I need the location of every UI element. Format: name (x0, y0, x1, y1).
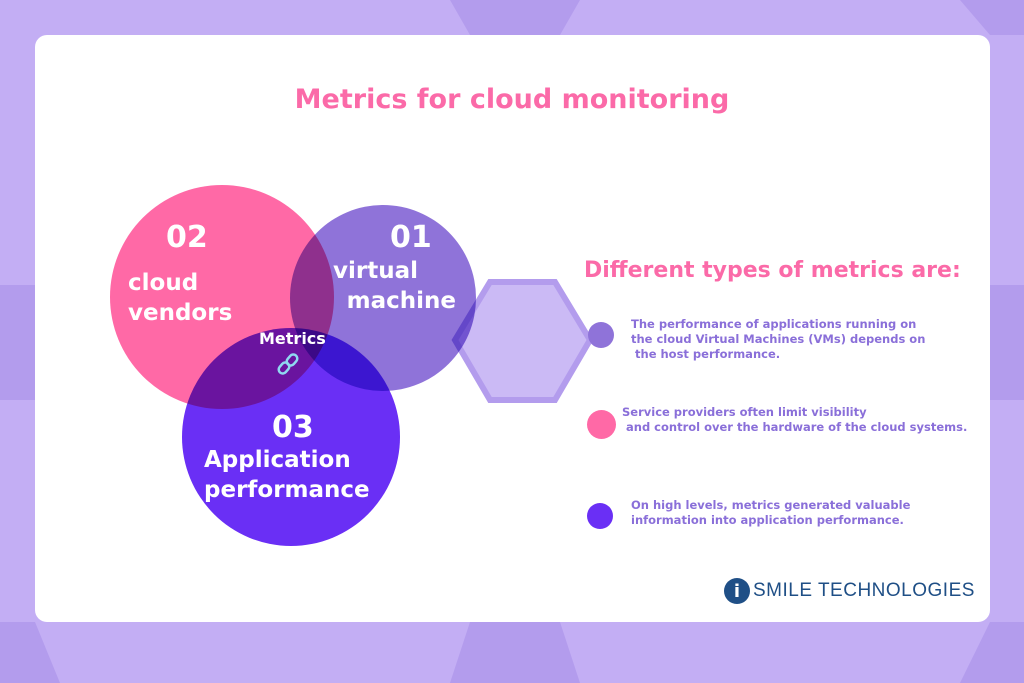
list-item: Service providers often limit visibility… (622, 405, 968, 434)
page-title: Metrics for cloud monitoring (294, 84, 730, 115)
circle-number: 01 (390, 220, 432, 255)
list-item: The performance of applications running … (631, 317, 926, 361)
circle-application-performance (182, 328, 400, 546)
ismile-logo: i SMILE TECHNOLOGIES (724, 578, 975, 604)
bullet-dot (587, 410, 616, 439)
center-label: Metrics (259, 329, 326, 348)
subtitle: Different types of metrics are: (584, 258, 961, 283)
bullet-dot (587, 503, 613, 529)
list-item: On high levels, metrics generated valuab… (631, 498, 911, 527)
bullet-dot (588, 322, 614, 348)
circle-number: 03 (272, 410, 314, 445)
circle-number: 02 (166, 220, 208, 255)
link-icon (277, 353, 299, 375)
logo-text: SMILE TECHNOLOGIES (753, 580, 975, 601)
logo-i-mark: i (724, 578, 750, 604)
